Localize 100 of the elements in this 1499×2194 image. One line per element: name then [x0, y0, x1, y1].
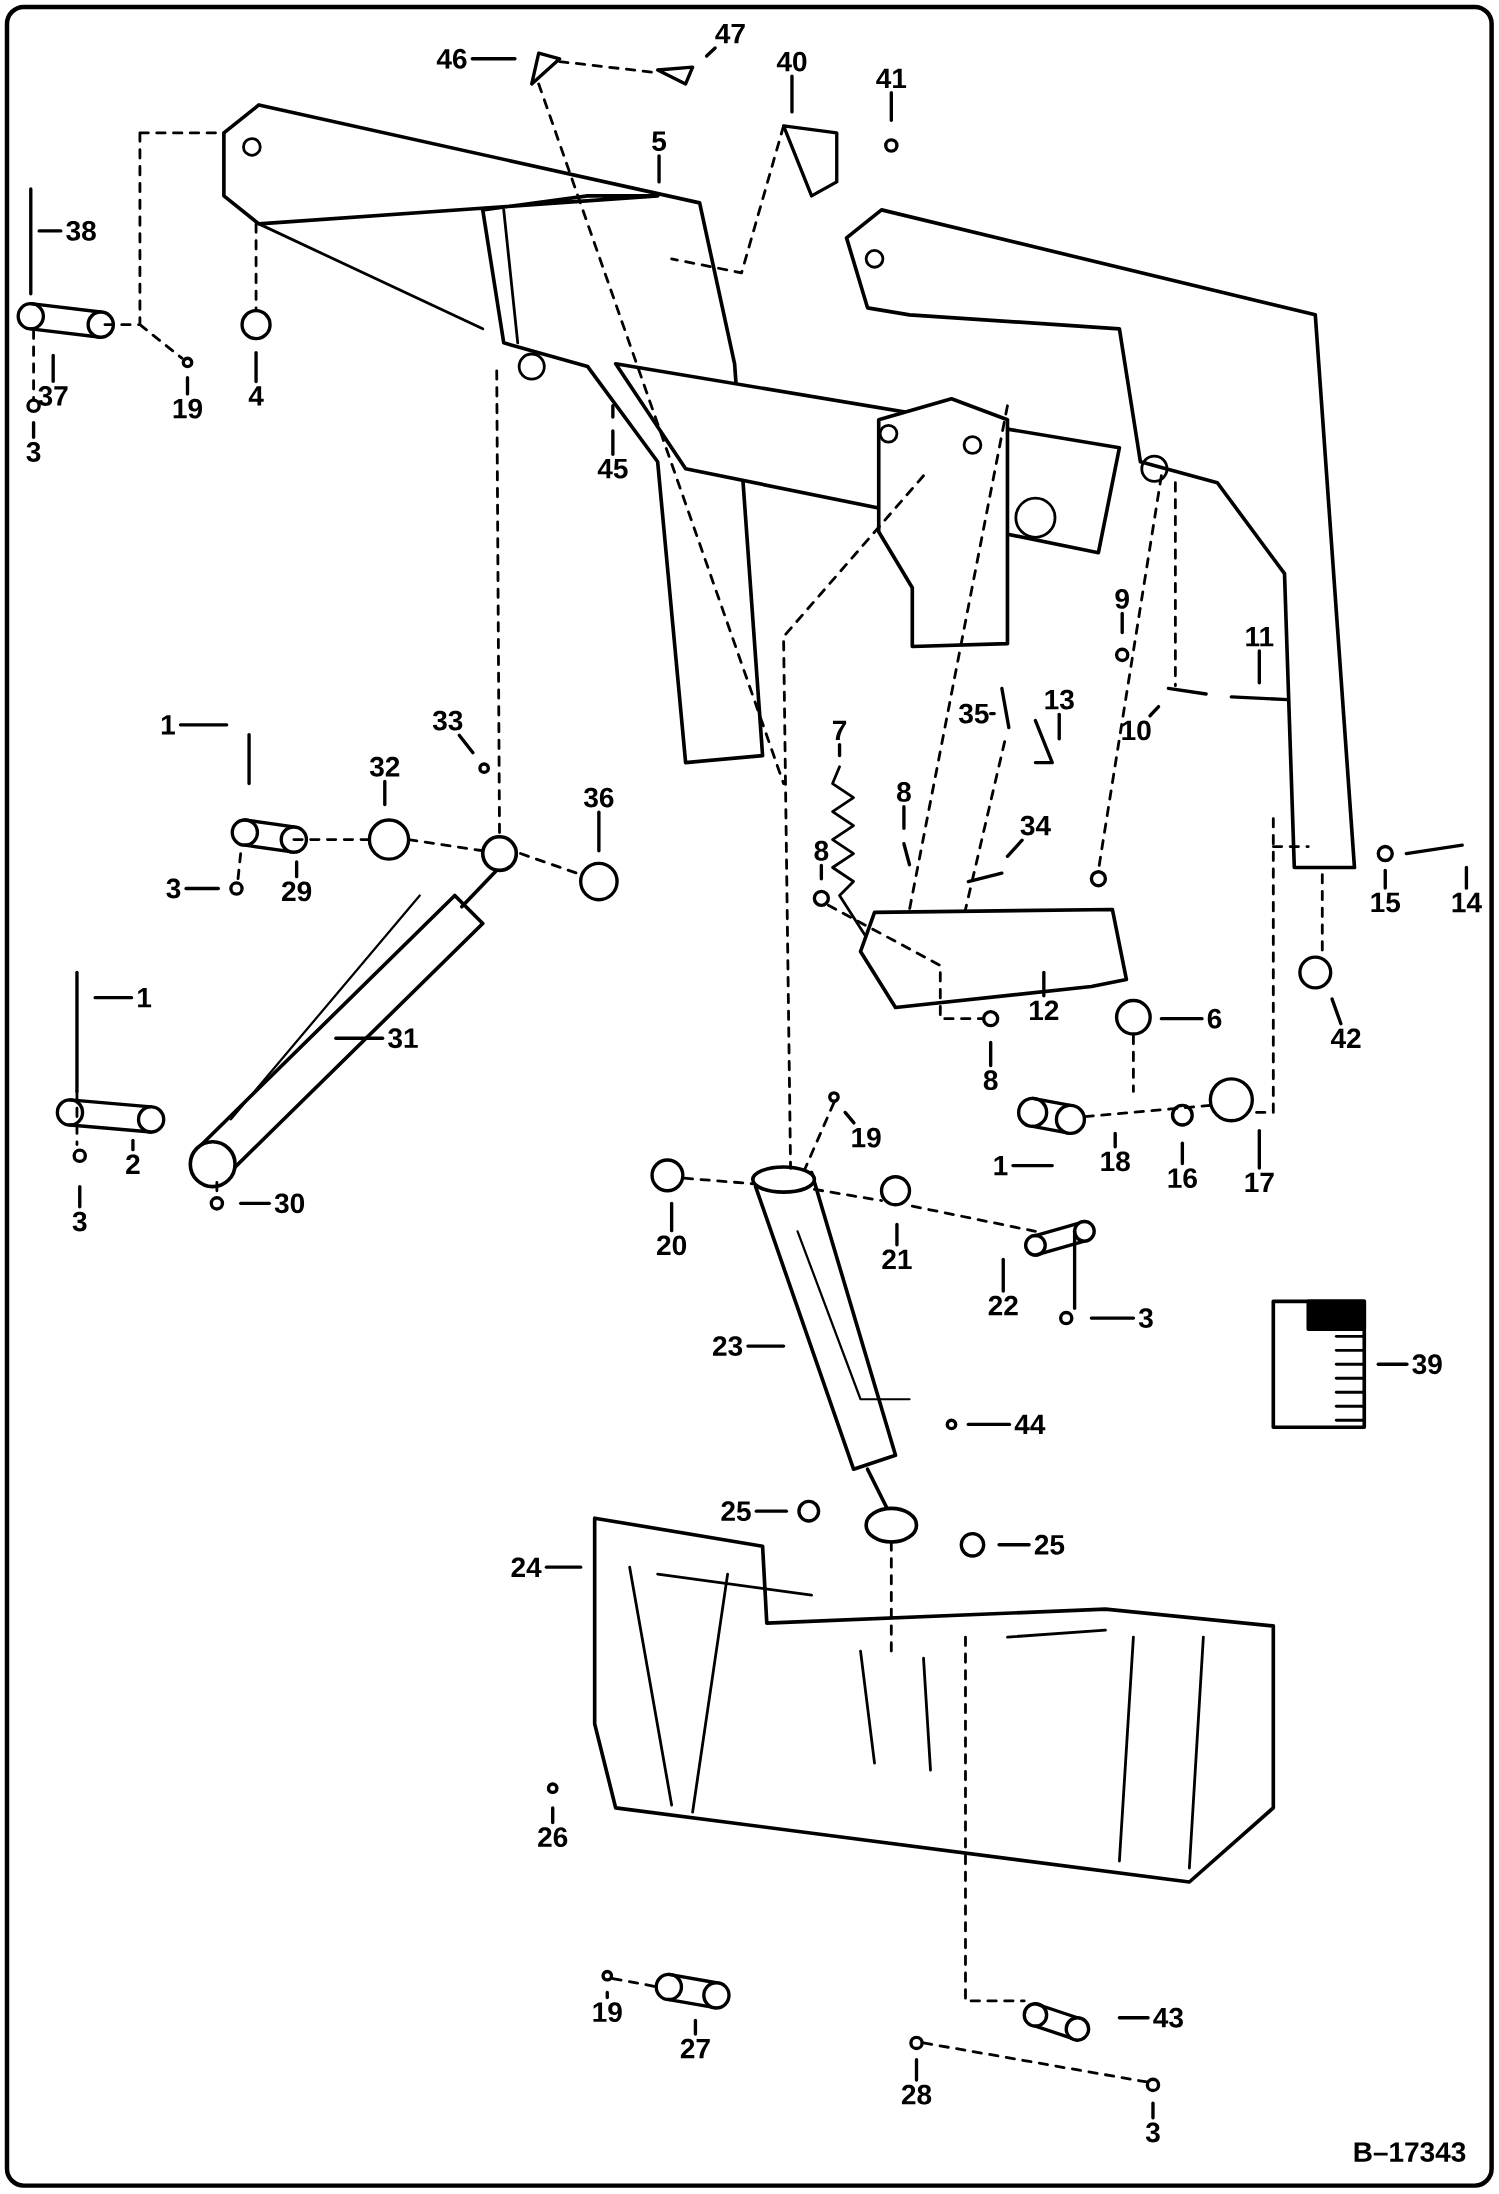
callout-number: 37: [38, 386, 68, 406]
callout-number: 8: [983, 1070, 998, 1091]
callout-number: 11: [1246, 627, 1274, 647]
leader-line: [705, 46, 717, 58]
leader-line: [544, 1565, 583, 1569]
callout-number: 43: [1153, 2007, 1184, 2028]
callout-number: 36: [584, 787, 614, 808]
callout-number: 44: [1014, 1414, 1046, 1435]
callout-number: 45: [597, 458, 628, 479]
leader-line: [32, 420, 36, 439]
leader-line: [470, 57, 517, 61]
callout-number: 41: [876, 68, 907, 88]
leader-line: [254, 350, 258, 384]
leader-line: [1011, 1163, 1055, 1168]
callout-number: 33: [433, 710, 463, 731]
callout-number: 2: [126, 1154, 140, 1174]
callout-number: 4: [248, 386, 264, 406]
callout-number: 19: [173, 398, 203, 419]
leader-line: [1151, 2101, 1155, 2120]
callout-number: 40: [777, 51, 807, 72]
leader-line: [790, 74, 794, 114]
leader-line: [889, 91, 894, 123]
leader-line: [1057, 712, 1062, 741]
leader-line: [1148, 704, 1161, 718]
callout-number: 39: [1412, 1354, 1442, 1375]
callout-number: 21: [882, 1249, 912, 1270]
leader-line: [1001, 1257, 1006, 1293]
callout-number: 30: [274, 1193, 305, 1214]
callout-number: 3: [72, 1211, 87, 1232]
callout-number: 14: [1452, 892, 1482, 913]
leader-line: [1159, 1017, 1204, 1021]
leader-line: [670, 1201, 674, 1233]
callout-number: 38: [66, 220, 97, 241]
leader-line: [693, 2018, 698, 2036]
leader-line: [1180, 1141, 1185, 1166]
leader-line: [895, 1222, 899, 1247]
leader-line: [819, 863, 824, 881]
callout-number: 46: [437, 48, 467, 69]
leader-line: [838, 743, 842, 758]
callout-number: 5: [652, 131, 667, 152]
leader-line: [843, 1110, 856, 1125]
callout-number: 22: [988, 1295, 1018, 1316]
callout-number: 19: [852, 1127, 881, 1148]
leader-line: [239, 1201, 272, 1206]
callout-number: 42: [1331, 1028, 1361, 1048]
leader-line: [1257, 649, 1262, 685]
leader-line: [37, 229, 63, 233]
callout-number: 9: [1115, 589, 1130, 609]
leader-line: [1089, 1316, 1136, 1320]
leader-line: [1042, 970, 1046, 998]
callout-number: 23: [713, 1336, 743, 1356]
leader-line: [1376, 1362, 1409, 1366]
callout-number: 12: [1030, 1000, 1059, 1021]
leader-line: [989, 1040, 993, 1068]
callout-number: 34: [1020, 815, 1052, 836]
callout-number: 6: [1208, 1008, 1222, 1029]
callout-number: 32: [370, 756, 400, 777]
callout-number: 25: [1035, 1534, 1065, 1555]
leader-line: [551, 1806, 555, 1825]
leader-line: [1113, 1131, 1118, 1149]
callout-number: 3: [1146, 2122, 1160, 2143]
leader-line: [131, 1138, 135, 1152]
leader-line: [93, 996, 134, 1000]
callout-number: 27: [681, 2038, 710, 2059]
leader-line: [1117, 2016, 1150, 2020]
callout-number: 35: [959, 703, 989, 724]
callout-number: 3: [1139, 1308, 1153, 1328]
leader-line: [754, 1509, 789, 1513]
callout-number: 13: [1045, 689, 1074, 710]
leader-line: [1383, 868, 1388, 890]
leader-line: [915, 2058, 919, 2082]
leader-line: [1464, 865, 1469, 890]
leader-line: [746, 1344, 786, 1348]
callout-number: 16: [1168, 1168, 1198, 1189]
leader-line: [179, 723, 229, 727]
callout-number: 1: [138, 988, 152, 1008]
callout-number: 25: [721, 1501, 751, 1522]
callout-number: 17: [1245, 1172, 1274, 1192]
callout-number: 10: [1122, 720, 1151, 741]
callout-number: 15: [1371, 892, 1401, 913]
leader-line: [51, 353, 56, 383]
callout-number: 3: [166, 878, 181, 899]
leader-line: [1006, 838, 1024, 858]
callout-number: 18: [1101, 1151, 1131, 1172]
callout-number: 1: [162, 715, 176, 735]
leader-line: [657, 154, 661, 184]
callout-number: 1: [994, 1155, 1008, 1176]
leader-line: [1330, 997, 1343, 1026]
callout-number: 26: [538, 1827, 568, 1848]
leader-line: [457, 733, 475, 755]
leader-line: [295, 860, 299, 879]
leader-line: [611, 429, 615, 456]
callout-number: 8: [814, 840, 829, 861]
leader-line: [997, 1543, 1031, 1547]
leader-line: [334, 1036, 385, 1040]
callout-number: 31: [388, 1028, 418, 1049]
leader-line: [186, 376, 190, 396]
callout-number: 7: [833, 720, 847, 741]
leader-line: [184, 886, 221, 891]
leader-line: [1257, 1128, 1262, 1170]
